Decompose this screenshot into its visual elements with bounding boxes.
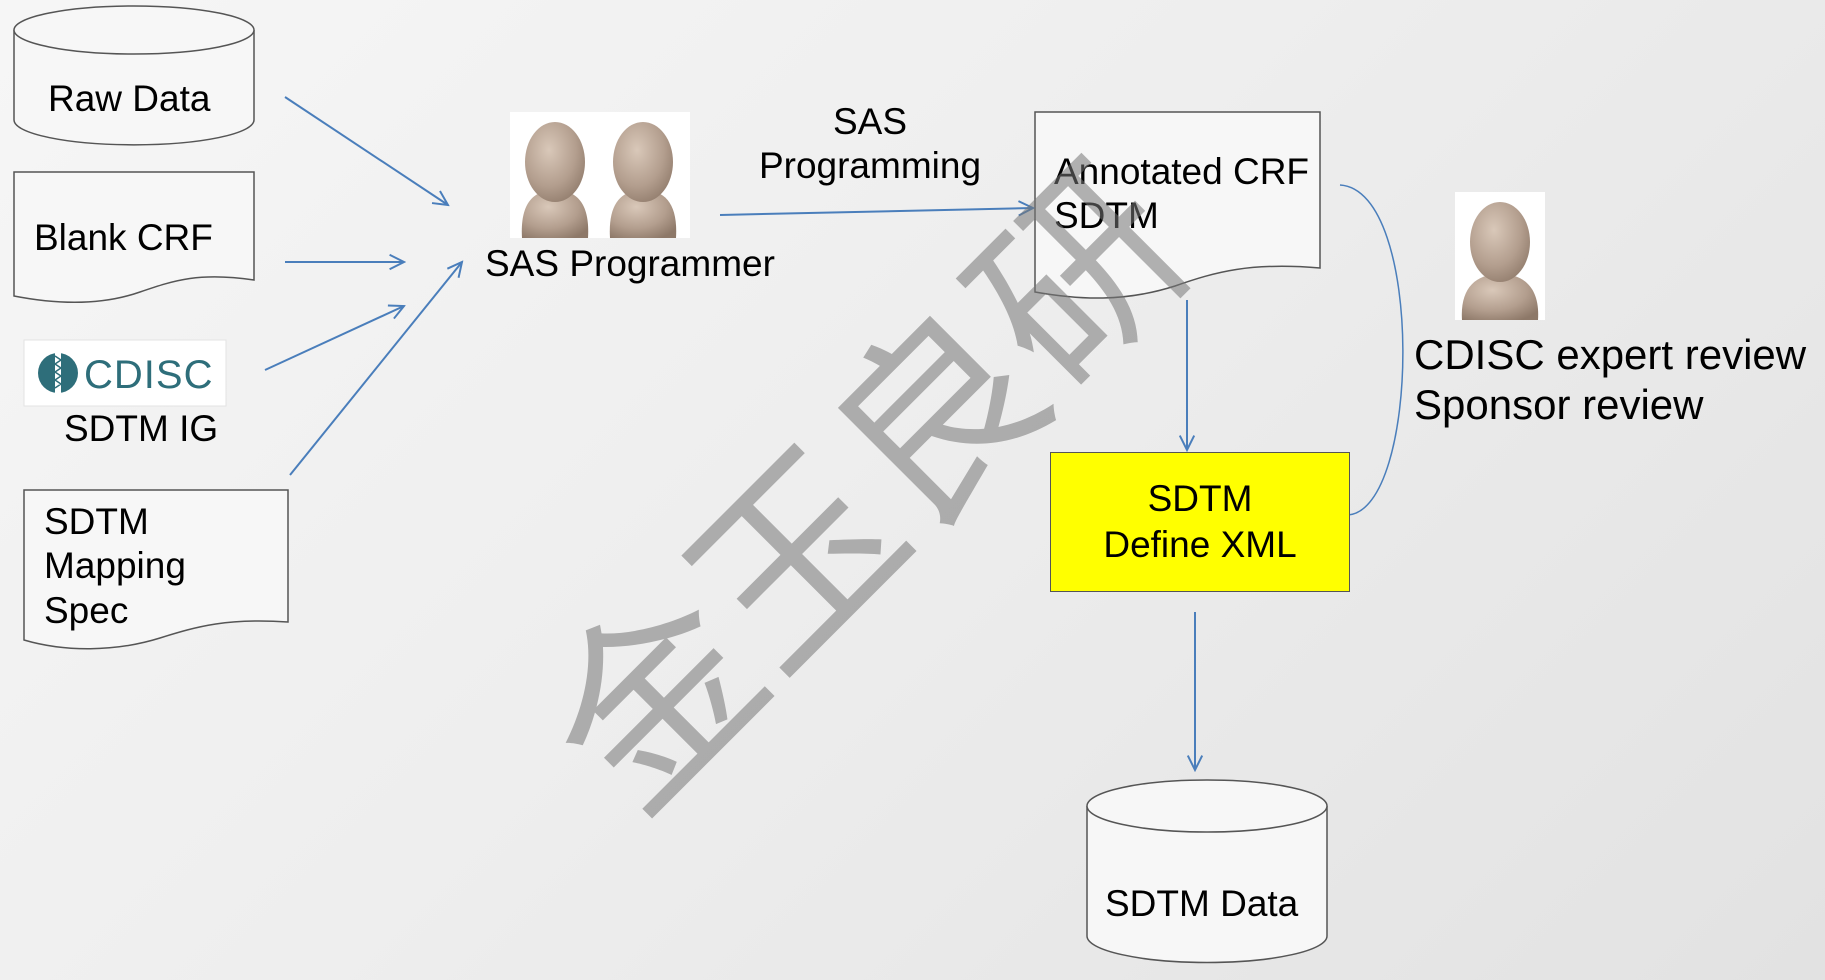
sas-programming-line-2: Programming — [758, 145, 982, 187]
mapping-spec-line-3: Spec — [44, 589, 129, 631]
sas-programming-label: SAS Programming — [740, 100, 1000, 189]
arrow-mapping-spec — [289, 262, 462, 476]
person-avatar-icon — [1455, 192, 1545, 320]
arrow-raw-data — [284, 96, 448, 205]
arrow-sdtm-ig — [264, 306, 404, 371]
sdtm-data-label: SDTM Data — [1105, 883, 1299, 924]
connector-arrows — [264, 96, 1404, 770]
mapping-spec-label: SDTM Mapping Spec — [44, 500, 186, 633]
arrow-programming — [719, 208, 1033, 215]
define-xml-line-2: Define XML — [1103, 524, 1297, 565]
annotated-crf-line-2: SDTM — [1054, 195, 1159, 237]
cdisc-logo-text: CDISC — [84, 353, 214, 397]
sas-programming-line-1: SAS — [832, 101, 908, 142]
raw-data-label: Raw Data — [48, 78, 211, 119]
annotated-crf-label: Annotated CRF SDTM — [1054, 150, 1309, 239]
mapping-spec-line-2: Mapping — [44, 545, 186, 587]
mapping-spec-line-1: SDTM — [44, 501, 149, 542]
two-person-avatar-icon — [510, 112, 690, 238]
review-loop-curve — [1339, 184, 1404, 516]
review-line-2: Sponsor review — [1414, 381, 1704, 429]
sas-programmer-label: SAS Programmer — [485, 243, 775, 284]
annotated-crf-document — [1034, 111, 1321, 299]
cdisc-logo — [23, 339, 227, 407]
define-xml-line-1: SDTM — [1147, 477, 1253, 519]
annotated-crf-line-1: Annotated CRF — [1054, 151, 1310, 192]
blank-crf-document — [13, 171, 255, 303]
mapping-spec-document — [23, 489, 289, 650]
raw-data-cylinder — [13, 5, 255, 146]
sdtm-data-cylinder — [1086, 779, 1328, 964]
blank-crf-label: Blank CRF — [34, 217, 213, 258]
review-label: CDISC expert review Sponsor review — [1414, 330, 1806, 431]
review-line-1: CDISC expert review — [1414, 331, 1807, 378]
define-xml-box: SDTM Define XML — [1050, 452, 1350, 592]
sdtm-ig-label: SDTM IG — [64, 408, 219, 449]
